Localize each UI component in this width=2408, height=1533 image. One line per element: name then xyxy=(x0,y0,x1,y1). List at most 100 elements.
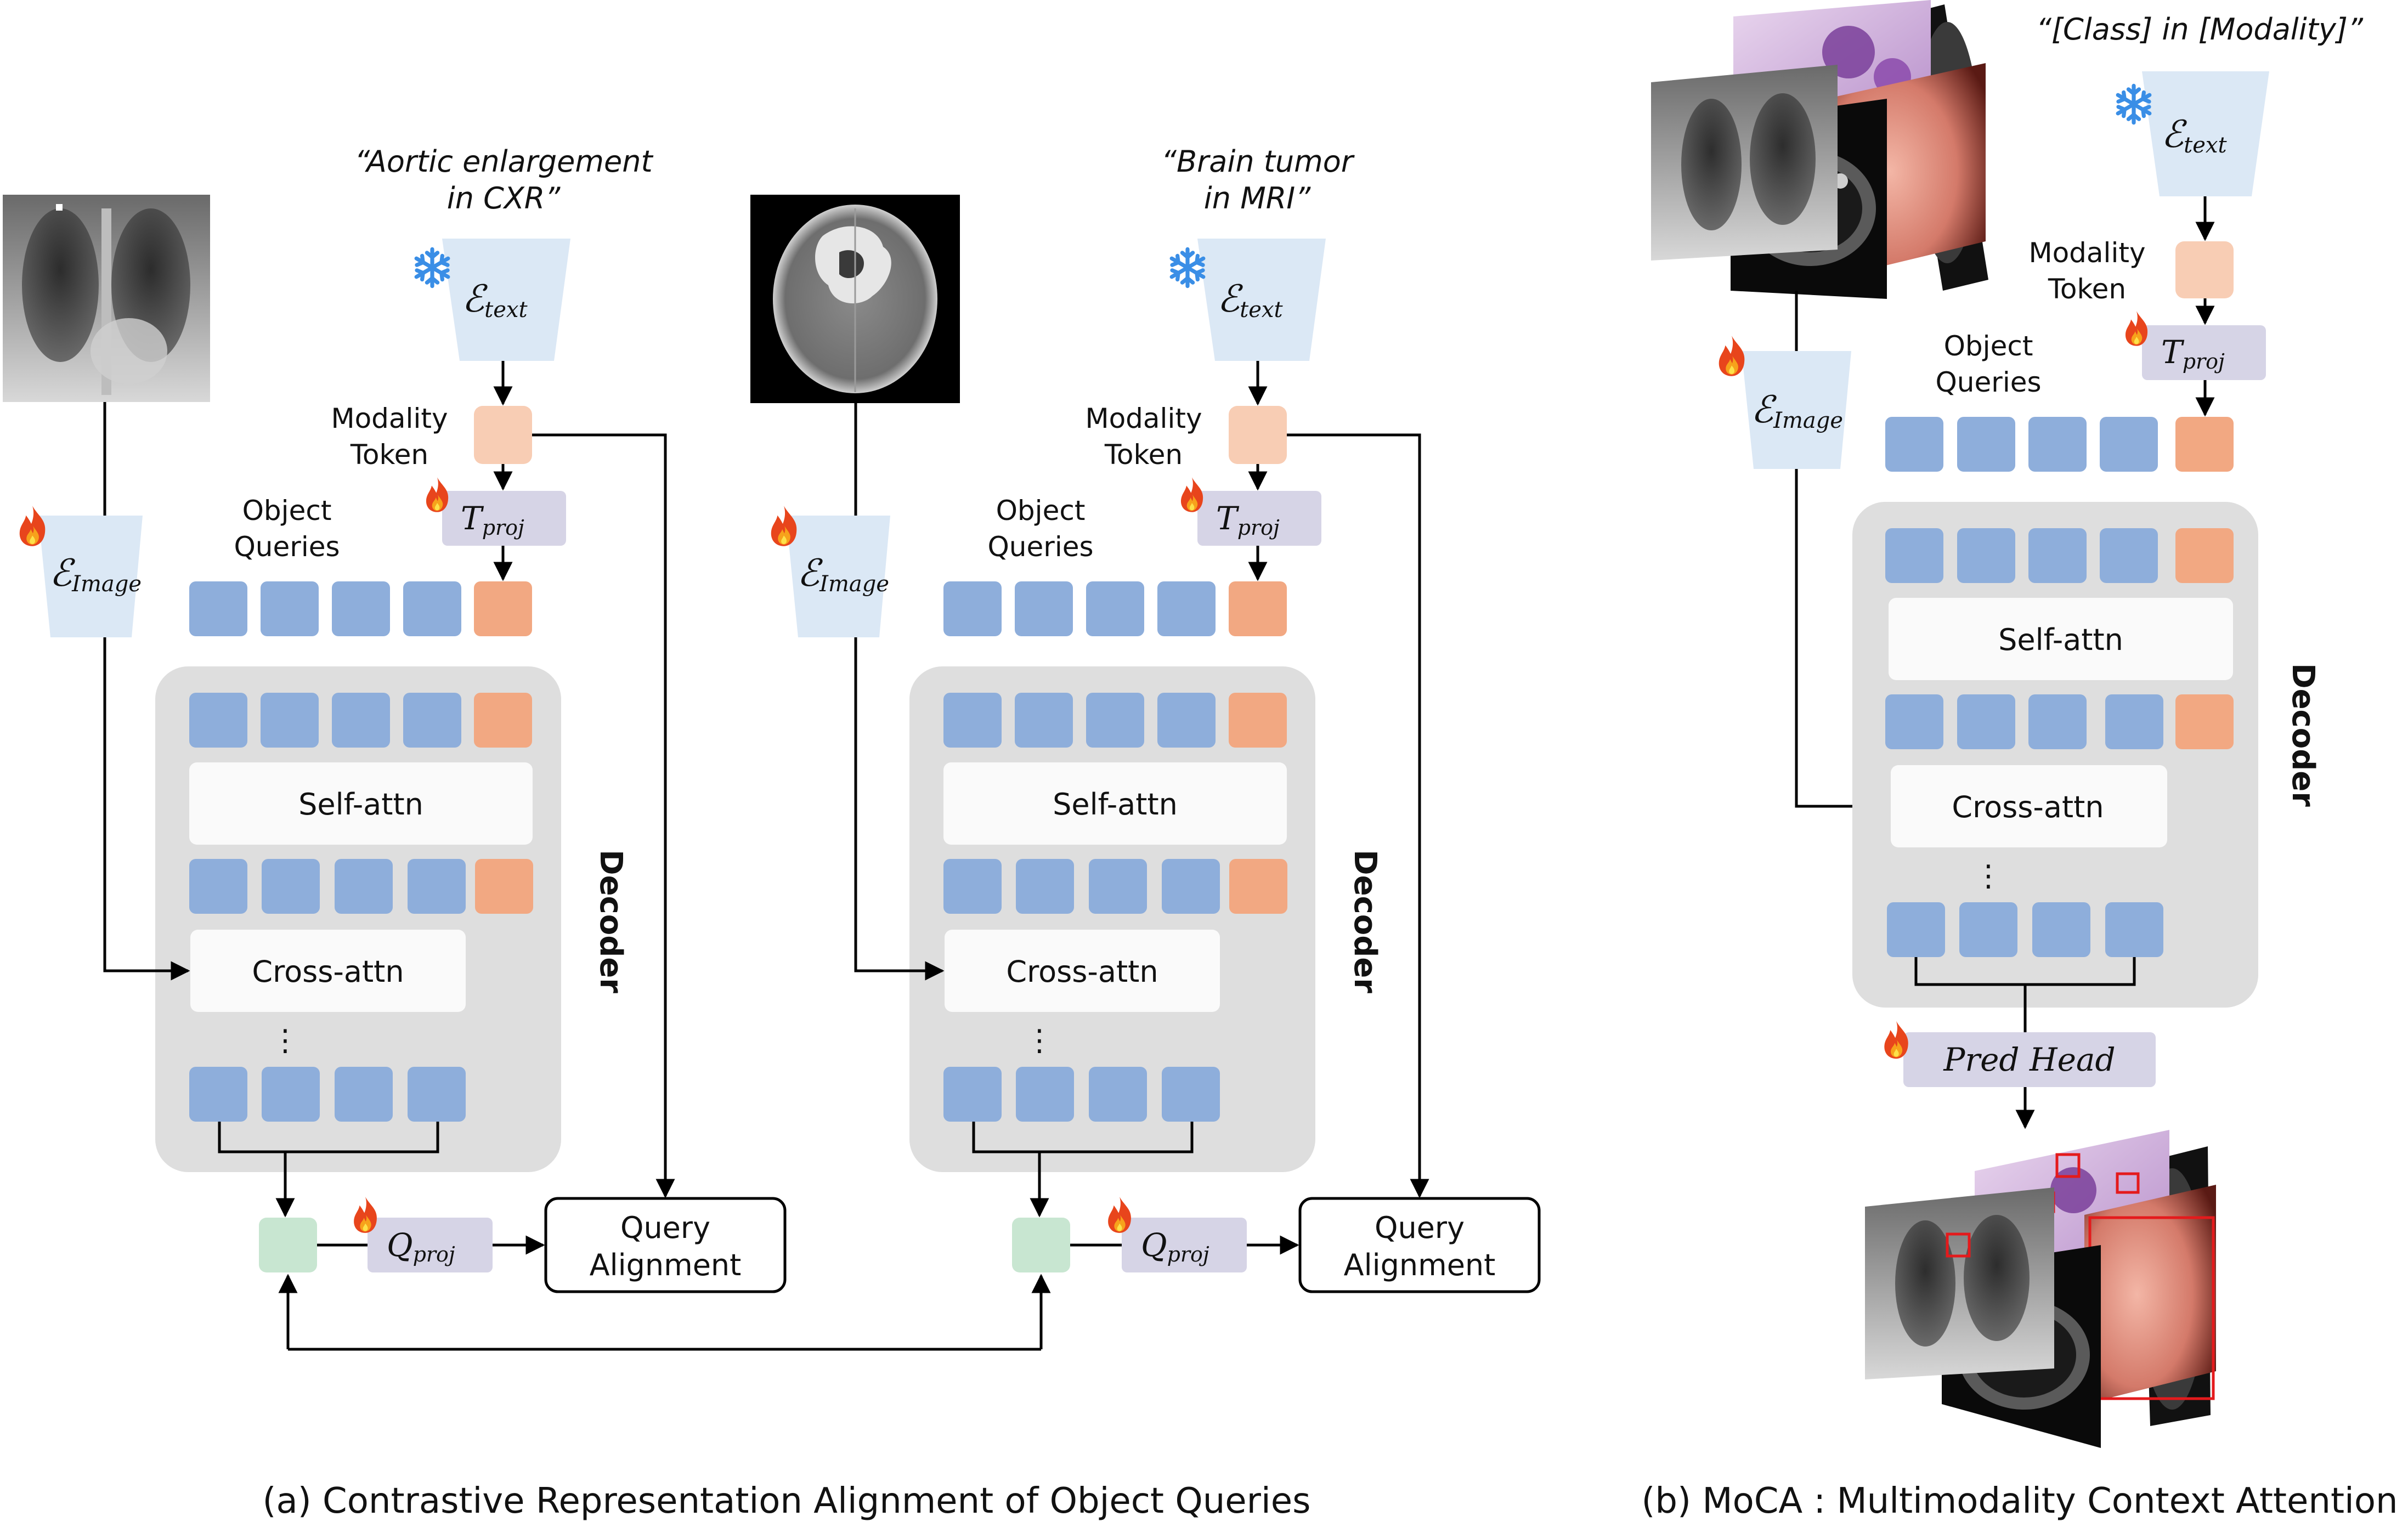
query-token xyxy=(1957,417,2015,472)
query-token xyxy=(335,859,393,914)
self-attn-block xyxy=(943,762,1287,845)
query-token xyxy=(1086,581,1144,636)
brain-mri-image xyxy=(750,195,960,403)
svg-text:ℰImage: ℰImage xyxy=(1751,388,1843,433)
image-encoder-symbol: ℰ xyxy=(797,552,823,595)
text-encoder-subscript: text xyxy=(484,297,528,323)
query-token xyxy=(2028,417,2087,472)
cross-attn-label: Cross-attn xyxy=(1006,954,1158,989)
query-token xyxy=(1015,581,1073,636)
flame-icon xyxy=(19,506,46,546)
modality-query-token xyxy=(1229,693,1287,748)
prediction-output-stack xyxy=(1865,1130,2216,1448)
query-token xyxy=(943,1067,1002,1122)
text-encoder xyxy=(442,239,570,361)
query-token xyxy=(1162,859,1220,914)
t-proj-block xyxy=(2142,325,2266,380)
pred-head-block xyxy=(1903,1032,2156,1087)
query-token xyxy=(403,581,461,636)
decoder-label: Decoder xyxy=(1347,850,1383,993)
q-proj-symbol: Q xyxy=(387,1226,413,1264)
chest-xray-image xyxy=(3,195,210,402)
modality-token xyxy=(2175,241,2234,298)
query-token xyxy=(189,859,247,914)
image-encoder xyxy=(1742,351,1851,469)
svg-text:ℰImage: ℰImage xyxy=(49,552,142,597)
q-proj-symbol: Q xyxy=(1141,1226,1167,1264)
snowflake-icon xyxy=(1172,249,1203,286)
image-encoder-subscript: Image xyxy=(1773,408,1843,433)
flame-icon xyxy=(1180,477,1203,512)
text-encoder xyxy=(1197,239,1326,361)
query-token xyxy=(408,859,466,914)
svg-text:ℰtext: ℰtext xyxy=(1217,278,1283,323)
query-token xyxy=(2032,902,2090,957)
text-encoder-subscript: text xyxy=(2184,133,2227,158)
self-attn-block xyxy=(189,762,533,845)
cross-attn-block xyxy=(1891,765,2167,847)
query-token xyxy=(2028,694,2087,749)
modality-token-label-line1: Modality xyxy=(2028,237,2145,269)
query-token xyxy=(1086,693,1144,748)
query-token xyxy=(189,1067,247,1122)
t-proj-symbol: T xyxy=(2161,333,2185,371)
object-queries-label-line1: Object xyxy=(996,495,1086,527)
self-attn-label: Self-attn xyxy=(1998,623,2123,657)
t-proj-symbol: T xyxy=(461,500,484,537)
self-attn-block xyxy=(1889,598,2233,680)
panel-b: “[Class] in [Modality]” ℰtext Modality T… xyxy=(1651,0,2364,1448)
q-proj-subscript: proj xyxy=(413,1242,455,1266)
query-alignment-line1: Query xyxy=(1375,1210,1465,1245)
svg-text:ℰImage: ℰImage xyxy=(797,552,889,597)
svg-text:ℰtext: ℰtext xyxy=(2161,113,2227,158)
modality-token-label-line2: Token xyxy=(2048,273,2126,305)
t-proj-subscript: proj xyxy=(482,516,524,540)
flame-icon xyxy=(1884,1021,1908,1059)
query-token xyxy=(262,859,320,914)
cross-attn-label: Cross-attn xyxy=(1952,790,2104,824)
caption-panel-a: (a) Contrastive Representation Alignment… xyxy=(263,1481,1311,1521)
flame-icon xyxy=(2125,311,2148,346)
modality-query-token xyxy=(1229,859,1287,914)
query-token xyxy=(2105,694,2163,749)
query-token xyxy=(1016,859,1074,914)
object-queries-label-line2: Queries xyxy=(987,531,1093,563)
panel-a-right: ℰImage “Brain tumor in MRI” ℰtext Modali… xyxy=(750,144,1541,1293)
pred-head-label: Pred Head xyxy=(1943,1041,2115,1078)
query-token xyxy=(1157,581,1216,636)
pooled-query xyxy=(1012,1218,1070,1272)
object-queries-label-line2: Queries xyxy=(1935,366,2041,398)
query-token xyxy=(1885,694,1943,749)
image-encoder-subscript: Image xyxy=(819,572,889,597)
self-attn-label: Self-attn xyxy=(1053,787,1178,822)
t-proj-symbol: T xyxy=(1216,500,1240,537)
text-encoder-symbol: ℰ xyxy=(462,278,488,321)
modality-token xyxy=(1229,406,1287,464)
query-token xyxy=(1157,693,1216,748)
query-alignment-line2: Alignment xyxy=(1344,1248,1496,1282)
query-token xyxy=(261,693,319,748)
query-token xyxy=(2028,528,2087,583)
query-token xyxy=(1089,1067,1147,1122)
image-encoder-symbol: ℰ xyxy=(49,552,76,595)
query-alignment-line1: Query xyxy=(620,1210,710,1245)
query-token xyxy=(2100,417,2158,472)
modality-token-label-line1: Modality xyxy=(331,403,448,434)
cross-attn-block xyxy=(945,930,1220,1012)
object-queries-label-line1: Object xyxy=(242,495,332,527)
pooled-query xyxy=(259,1218,317,1272)
modality-query-token xyxy=(1229,581,1287,636)
query-alignment-block xyxy=(1298,1197,1541,1293)
cross-attn-block xyxy=(190,930,466,1012)
query-token xyxy=(1885,417,1943,472)
object-queries-row xyxy=(1885,417,2234,472)
query-token xyxy=(332,693,390,748)
t-proj-block xyxy=(1197,491,1321,546)
text-prompt: “[Class] in [Modality]” xyxy=(2036,12,2364,47)
q-proj-block xyxy=(368,1218,493,1272)
modality-token-label-line2: Token xyxy=(350,439,428,471)
query-token xyxy=(1015,693,1073,748)
t-proj-block xyxy=(442,491,566,546)
query-token xyxy=(943,581,1002,636)
